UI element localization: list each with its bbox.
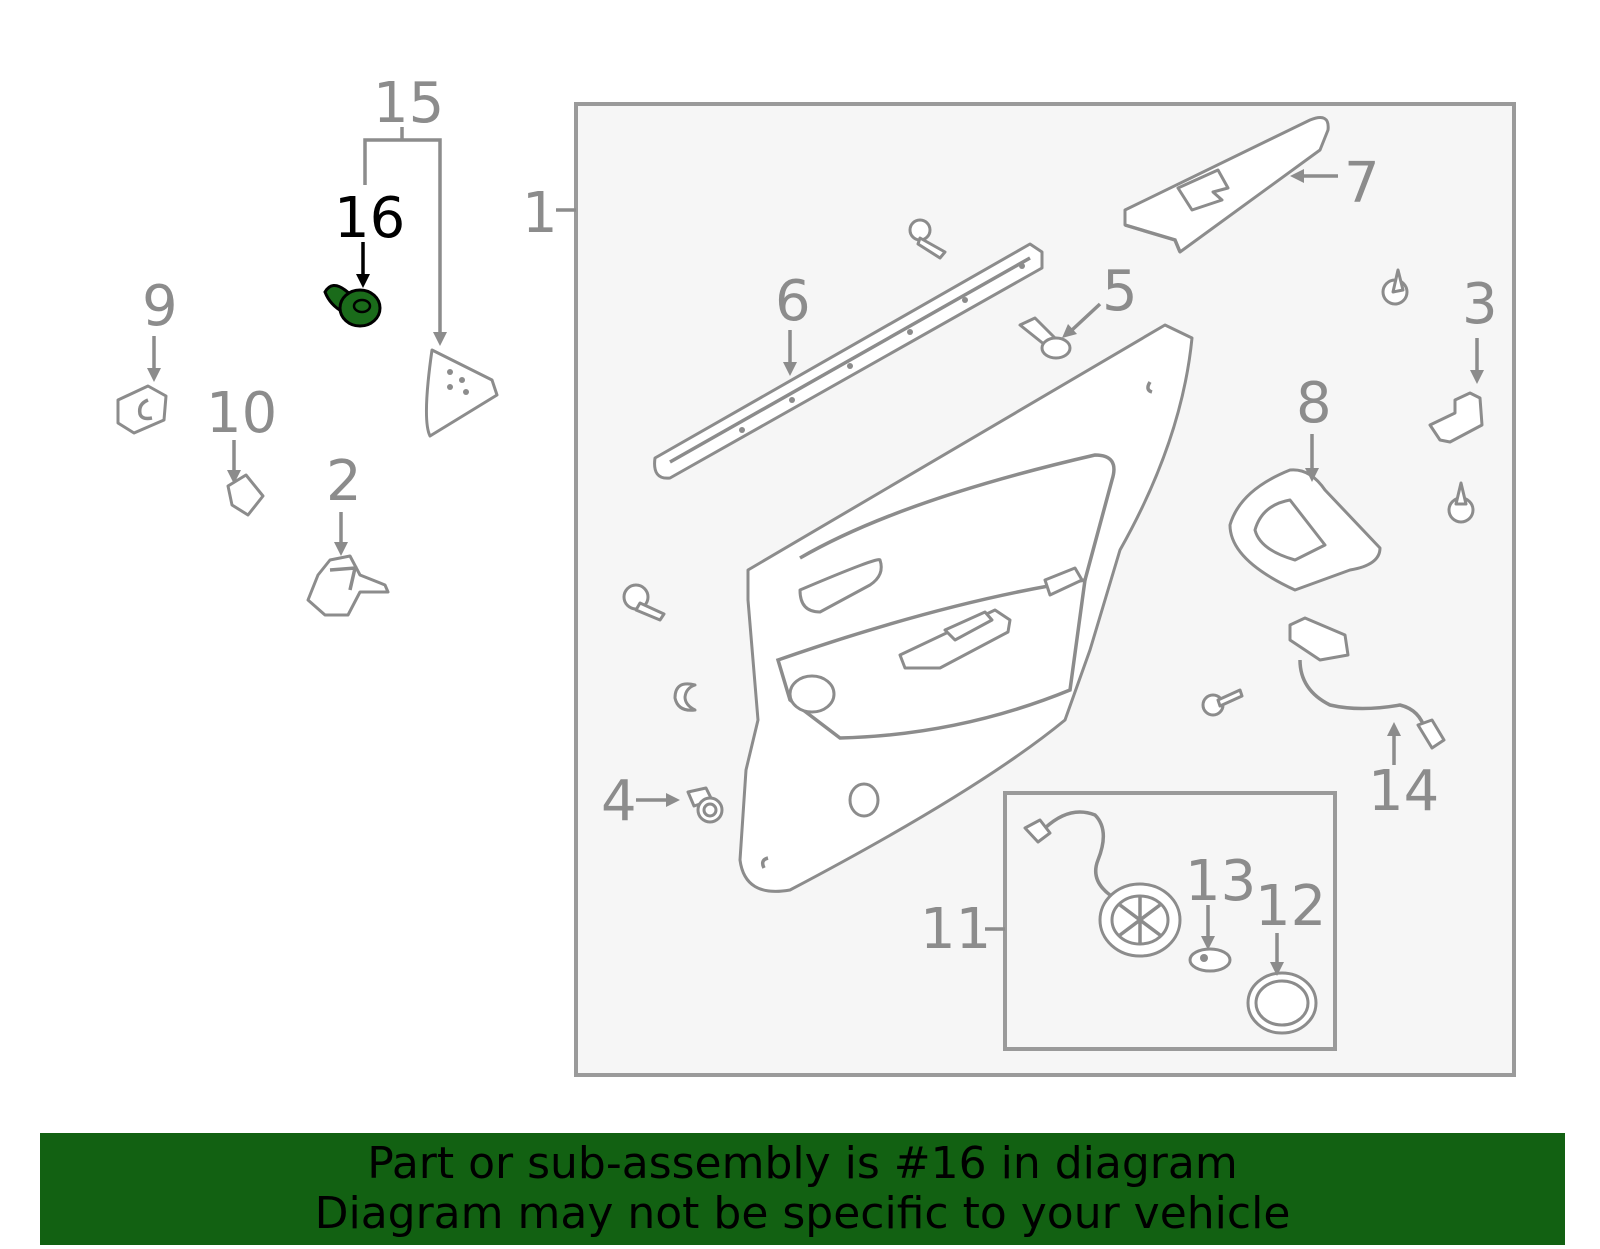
part-10-clip[interactable] bbox=[226, 473, 265, 517]
part-4-push-clip[interactable] bbox=[686, 786, 724, 824]
subassembly-box bbox=[1003, 791, 1337, 1051]
callout-16-highlighted: 16 bbox=[334, 186, 405, 251]
screw-upper bbox=[908, 218, 947, 260]
part-6-belt-molding[interactable] bbox=[653, 242, 1044, 480]
callout-4: 4 bbox=[601, 769, 637, 834]
screw-center-right bbox=[1201, 688, 1244, 717]
info-banner: Part or sub-assembly is #16 in diagram D… bbox=[40, 1133, 1565, 1245]
part-2-bracket[interactable] bbox=[306, 554, 390, 617]
callout-10: 10 bbox=[206, 381, 277, 446]
callout-8: 8 bbox=[1296, 371, 1332, 436]
screw-right-upper bbox=[1381, 268, 1409, 306]
part-7-switch-bezel[interactable] bbox=[1123, 116, 1330, 254]
part-8-handle-bezel[interactable] bbox=[1228, 468, 1382, 592]
part-5-clip[interactable] bbox=[1018, 316, 1072, 360]
c-clip bbox=[673, 682, 697, 712]
part-15-corner-trim[interactable] bbox=[424, 348, 499, 438]
banner-line-1: Part or sub-assembly is #16 in diagram bbox=[367, 1138, 1238, 1189]
part-12-speaker-grille[interactable] bbox=[1246, 971, 1318, 1035]
screw-left bbox=[622, 583, 666, 622]
callout-7: 7 bbox=[1344, 151, 1380, 216]
screw-right-lower bbox=[1447, 481, 1475, 524]
part-14-wire-harness[interactable] bbox=[1288, 616, 1446, 750]
callout-13: 13 bbox=[1185, 849, 1256, 914]
callout-3: 3 bbox=[1462, 272, 1498, 337]
callout-15: 15 bbox=[373, 71, 444, 136]
part-3-bracket[interactable] bbox=[1428, 391, 1484, 444]
callout-5: 5 bbox=[1102, 259, 1138, 324]
callout-6: 6 bbox=[775, 269, 811, 334]
part-11-speaker[interactable] bbox=[1023, 810, 1182, 958]
callout-14: 14 bbox=[1368, 759, 1439, 824]
callout-2: 2 bbox=[326, 449, 362, 514]
part-16-fastener[interactable] bbox=[323, 284, 382, 328]
callout-9: 9 bbox=[142, 274, 178, 339]
door-trim-panel bbox=[738, 323, 1194, 893]
part-9-clip[interactable] bbox=[116, 384, 168, 435]
callout-12: 12 bbox=[1255, 874, 1326, 939]
callout-1: 1 bbox=[522, 181, 558, 246]
callout-11: 11 bbox=[920, 897, 991, 962]
banner-line-2: Diagram may not be specific to your vehi… bbox=[314, 1188, 1291, 1239]
part-13-grommet[interactable] bbox=[1188, 947, 1232, 973]
